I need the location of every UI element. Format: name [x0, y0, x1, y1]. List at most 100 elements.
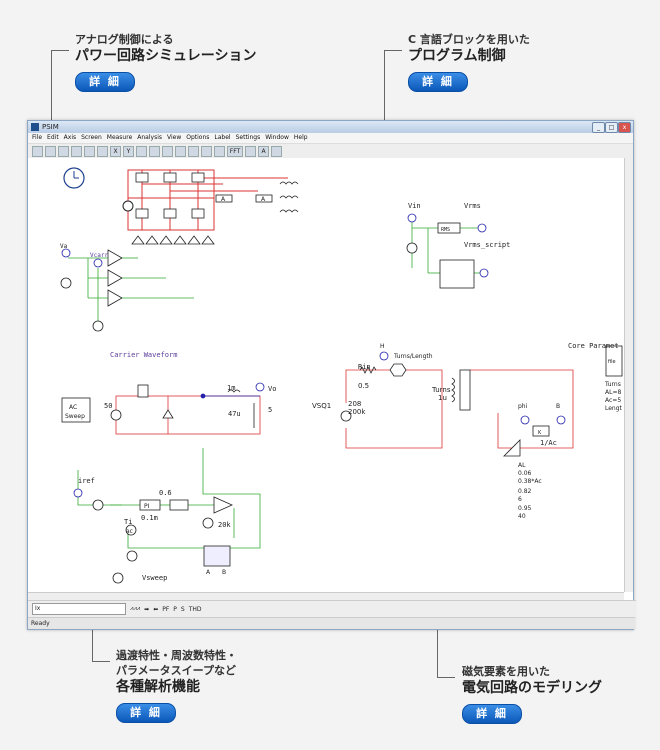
- zoom-out-icon[interactable]: [162, 145, 173, 157]
- arrow-right-icon[interactable]: ➡: [144, 605, 150, 613]
- c-block-circuit: [406, 213, 489, 289]
- element-select[interactable]: Ix: [32, 603, 126, 615]
- vsweep-label: Vsweep: [142, 574, 167, 582]
- callout-subtitle-2: パラメータスイープなど: [116, 664, 237, 677]
- menu-measure[interactable]: Measure: [106, 134, 133, 141]
- rms-block-label: RMS: [441, 227, 450, 233]
- vertical-scrollbar[interactable]: [624, 158, 633, 592]
- waveform-tools-icon[interactable]: ⩘⩘⩘: [130, 605, 141, 612]
- menu-edit[interactable]: Edit: [47, 134, 59, 141]
- text-button[interactable]: A: [258, 145, 269, 157]
- vrms-label: Vrms: [464, 202, 481, 210]
- vsq1-label: VSQ1: [312, 402, 331, 410]
- callout-title: 電気回路のモデリング: [462, 680, 602, 696]
- control-wires: [68, 257, 194, 323]
- x-axis-button[interactable]: X: [110, 145, 121, 157]
- svg-text:A: A: [261, 196, 266, 203]
- graph-icon[interactable]: [136, 145, 147, 157]
- callout-title: パワー回路シミュレーション: [75, 48, 257, 64]
- ti-label: Ti: [124, 518, 132, 526]
- vcarr-label: Vcarr: [90, 252, 108, 259]
- control-loop: [73, 448, 261, 584]
- arrow-left-icon[interactable]: ⬅: [153, 605, 159, 613]
- fft-button[interactable]: FFT: [227, 145, 243, 157]
- callout-subtitle: 過渡特性・周波数特性・: [116, 649, 237, 662]
- l1m-label: 1m: [227, 384, 235, 392]
- menu-settings[interactable]: Settings: [235, 134, 261, 141]
- menu-options[interactable]: Options: [186, 134, 210, 141]
- menu-window[interactable]: Window: [265, 134, 289, 141]
- dc-source-icon: [122, 200, 134, 212]
- marker-icon[interactable]: [214, 145, 225, 157]
- al-value-4: 6: [518, 496, 522, 503]
- al-value-2: 0.38*Ac: [518, 478, 542, 485]
- ac-sources: [60, 277, 104, 332]
- ac-sweep-label-2: Sweep: [65, 413, 85, 420]
- hand-icon[interactable]: [201, 145, 212, 157]
- open-icon[interactable]: [32, 145, 43, 157]
- close-button[interactable]: x: [618, 122, 631, 133]
- core-line-2: AL=8: [605, 389, 621, 396]
- phi-label: phi: [518, 403, 528, 410]
- load-inductors: [279, 181, 299, 213]
- va-label: Va: [60, 243, 68, 250]
- vsq1-value-2: 200k: [348, 408, 366, 416]
- print-icon[interactable]: [58, 145, 69, 157]
- h-label: H: [380, 343, 385, 350]
- switches-top: [135, 172, 205, 219]
- leader-line: [92, 661, 110, 662]
- chart-icon[interactable]: [97, 145, 108, 157]
- horizontal-scrollbar[interactable]: [28, 592, 624, 600]
- menu-help[interactable]: Help: [293, 134, 308, 141]
- c47u-label: 47u: [228, 410, 241, 418]
- zoom-area-icon[interactable]: [188, 145, 199, 157]
- pf-button[interactable]: PF: [162, 605, 170, 613]
- minimize-button[interactable]: _: [592, 122, 605, 133]
- callout-subtitle: 磁気要素を用いた: [462, 665, 550, 678]
- callout-title: プログラム制御: [408, 48, 506, 64]
- status-bar: Ready: [28, 617, 635, 629]
- callout-subtitle: C 言語ブロックを用いた: [408, 33, 530, 46]
- ammeters: A A: [215, 194, 273, 203]
- view-icon[interactable]: [84, 145, 95, 157]
- inverter-bridge: [127, 169, 288, 231]
- details-button[interactable]: 詳 細: [75, 72, 135, 92]
- core-line-4: Lengt: [605, 405, 623, 412]
- menu-label[interactable]: Label: [214, 134, 231, 141]
- pi-block-label: PI: [144, 503, 150, 510]
- zoom-in-icon[interactable]: [149, 145, 160, 157]
- turns-length-label: Turns/Length: [393, 353, 433, 360]
- maximize-button[interactable]: □: [605, 122, 618, 133]
- schematic-canvas[interactable]: A A: [28, 158, 624, 592]
- turns-value: 1u: [438, 394, 447, 402]
- details-button[interactable]: 詳 細: [116, 703, 176, 723]
- menu-analysis[interactable]: Analysis: [137, 134, 162, 141]
- save-icon[interactable]: [45, 145, 56, 157]
- settings-icon[interactable]: [245, 145, 256, 157]
- details-button[interactable]: 詳 細: [408, 72, 468, 92]
- iref-label: iref: [78, 477, 95, 485]
- file-label: file: [608, 359, 616, 365]
- s-button[interactable]: S: [180, 605, 185, 613]
- flag-icon[interactable]: [271, 145, 282, 157]
- menu-view[interactable]: View: [167, 134, 182, 141]
- p-button[interactable]: P: [173, 605, 177, 613]
- clock-icon: [63, 167, 85, 189]
- callout-subtitle: アナログ制御による: [75, 33, 174, 46]
- al-value-5: 0.95: [518, 505, 532, 512]
- svg-text:A: A: [221, 196, 226, 203]
- menu-file[interactable]: File: [32, 134, 43, 141]
- menu-screen[interactable]: Screen: [81, 134, 102, 141]
- zoom-fit-icon[interactable]: [175, 145, 186, 157]
- copy-icon[interactable]: [71, 145, 82, 157]
- y-axis-button[interactable]: Y: [123, 145, 134, 157]
- scope-b-label: B: [222, 569, 226, 576]
- details-button[interactable]: 詳 細: [462, 704, 522, 724]
- al-value-3: 0.82: [518, 488, 532, 495]
- toolbar: X Y FFT A: [28, 144, 633, 159]
- title-bar: PSIM _ □ x: [28, 121, 633, 133]
- thd-button[interactable]: THD: [188, 605, 202, 613]
- v20k-label: 20k: [218, 521, 231, 529]
- psim-window: PSIM _ □ x File Edit Axis Screen Measure…: [27, 120, 636, 630]
- menu-axis[interactable]: Axis: [63, 134, 77, 141]
